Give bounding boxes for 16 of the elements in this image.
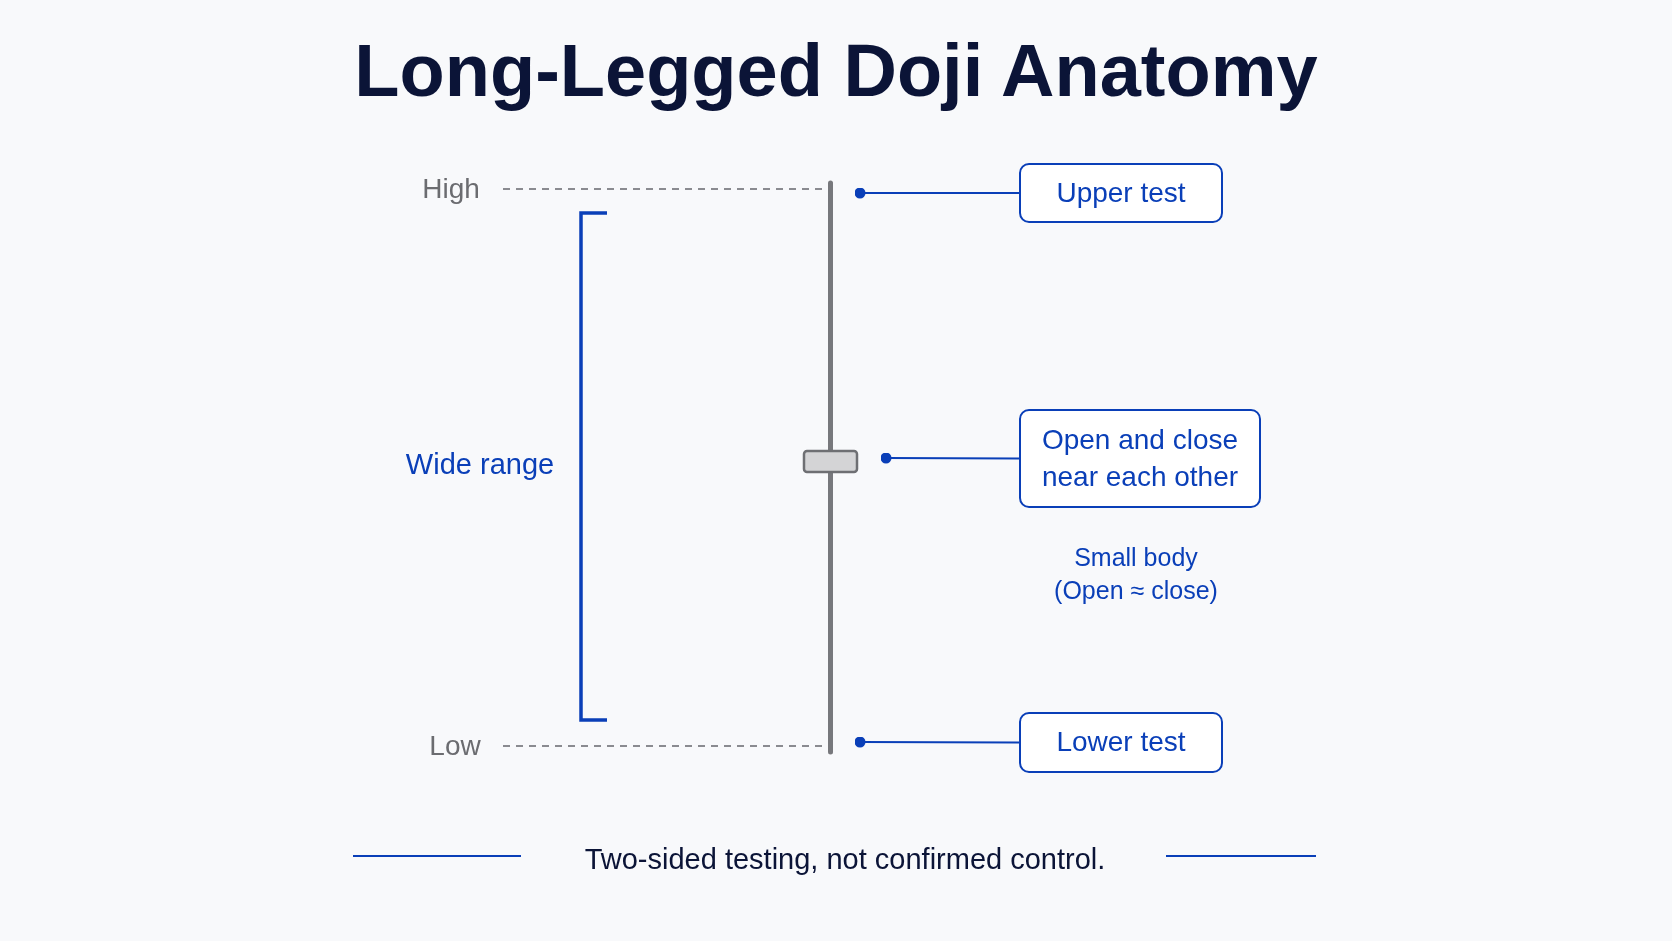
level-label: High [422,173,480,205]
callout-box [1019,712,1223,773]
callout-box [1019,163,1223,223]
leader-line [880,452,1019,464]
leader-line [854,736,1019,748]
candlestick-drawing [802,180,859,755]
caption: Two-sided testing, not confirmed control. [584,842,1106,876]
callout-box [1019,409,1261,508]
leader-line [854,187,1019,199]
title: Long-Legged Doji Anatomy [353,28,1319,113]
callout-text: Lower test [1055,725,1187,760]
level-label: Low [429,730,481,762]
callout-text: Upper test [1055,175,1187,210]
callout-text: Open and close near each other [1040,423,1240,494]
range-label: Wide range [405,447,555,481]
note-text: Small body (Open ≈ close) [1053,542,1219,606]
